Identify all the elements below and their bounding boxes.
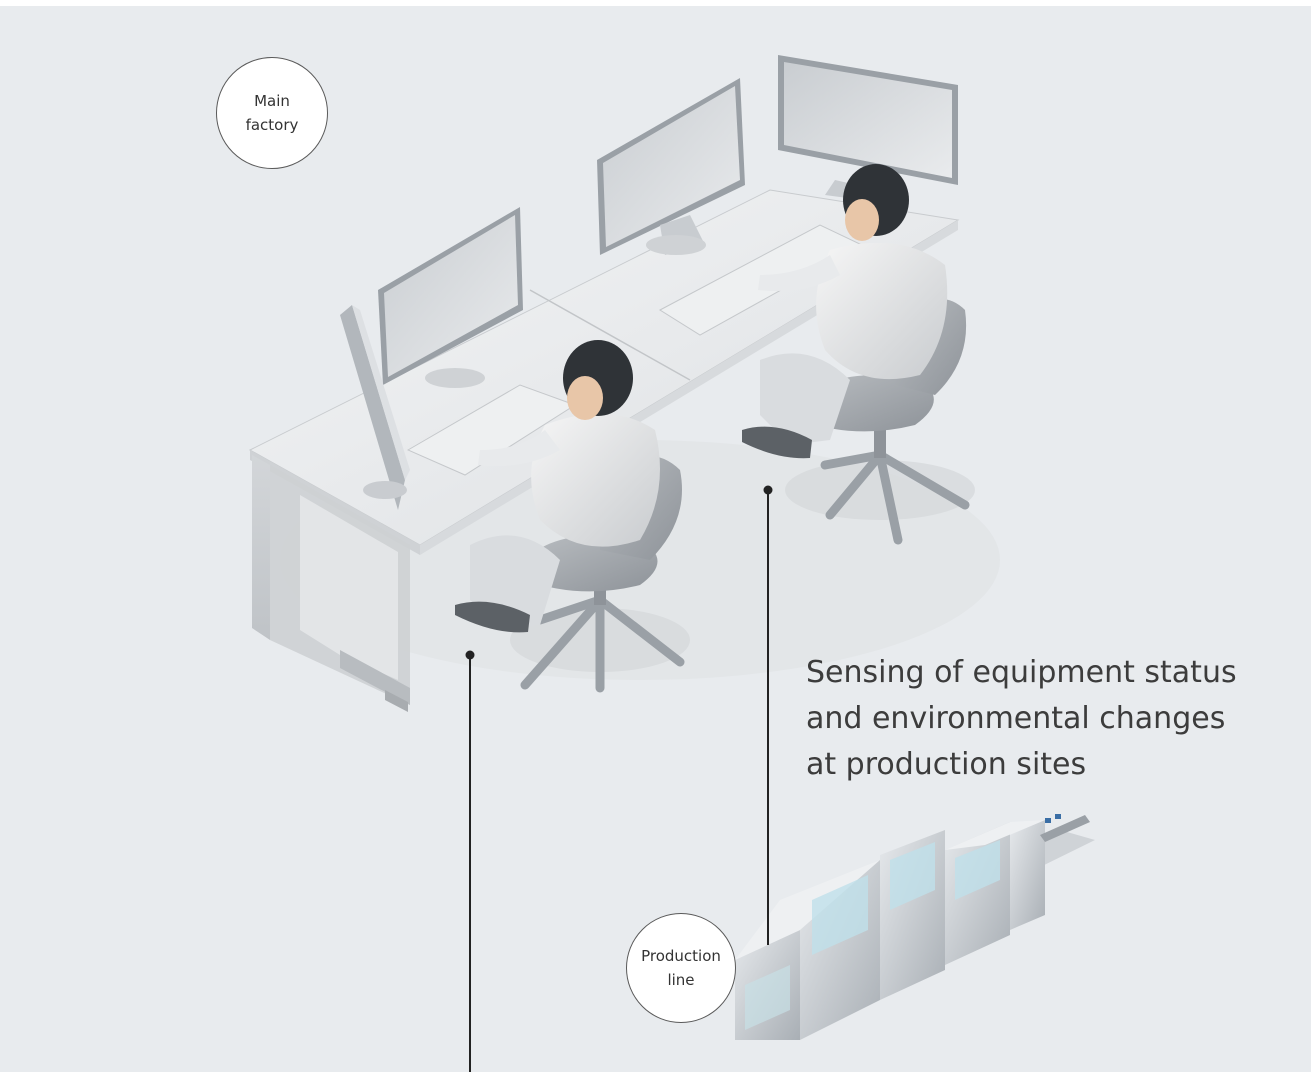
connector-lines xyxy=(465,485,773,1072)
production-line-label: Production line xyxy=(626,913,736,1023)
sensing-caption-line1: Sensing of equipment status xyxy=(806,655,1237,690)
sensing-caption-line2: and environmental changes xyxy=(806,701,1226,736)
main-factory-label-line1: Main xyxy=(254,92,290,110)
production-line-label-line2: line xyxy=(667,971,695,989)
main-factory-label: Main factory xyxy=(216,57,328,169)
production-line-label-line1: Production xyxy=(641,947,721,965)
sensing-caption-line3: at production sites xyxy=(806,747,1087,782)
production-line-machine-illustration xyxy=(735,814,1095,1040)
operators-at-desks-illustration xyxy=(248,55,1000,712)
sensing-caption: Sensing of equipment status and environm… xyxy=(806,650,1286,788)
connector-dot-line xyxy=(763,485,773,495)
main-factory-label-line2: factory xyxy=(245,116,299,134)
connector-dot-main xyxy=(465,650,475,660)
